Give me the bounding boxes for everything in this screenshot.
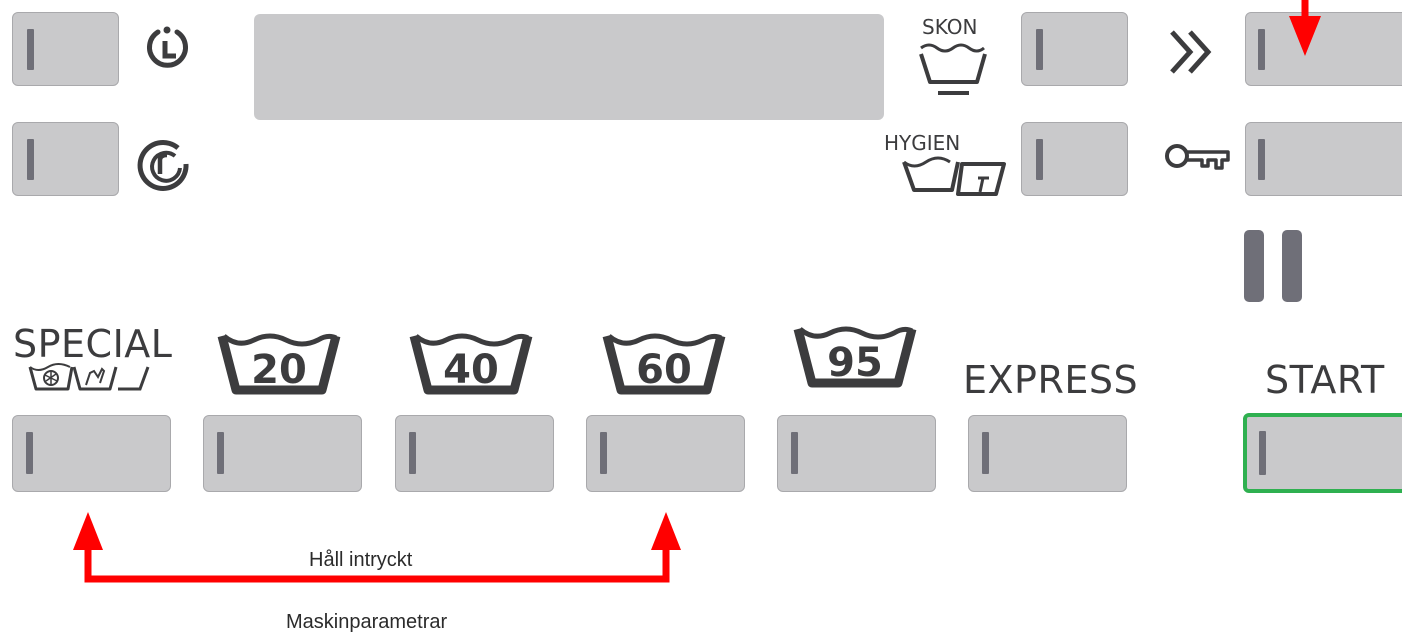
program-60-button-led <box>600 432 607 474</box>
hygiene-wash-icon <box>902 156 1006 196</box>
program-20-button-led <box>217 432 224 474</box>
wool-hand-wash-icon <box>28 363 150 391</box>
special-label: SPECIAL <box>13 322 173 366</box>
hold-bracket-arrows <box>73 512 681 583</box>
timer-button-led <box>27 29 34 70</box>
program-40-button-led <box>409 432 416 474</box>
timer-icon <box>147 26 188 68</box>
program-95-button[interactable] <box>777 415 936 492</box>
temp-40-text: 40 <box>443 347 499 393</box>
rinse-button[interactable] <box>12 122 119 196</box>
program-20-button[interactable] <box>203 415 362 492</box>
tub-95-icon: 95 <box>793 326 917 388</box>
fast-forward-button-led <box>1258 29 1265 70</box>
display-screen <box>254 14 884 120</box>
fast-forward-icon <box>1170 30 1212 74</box>
program-40-button[interactable] <box>395 415 554 492</box>
special-button[interactable] <box>12 415 171 492</box>
tub-40-icon: 40 <box>409 333 533 395</box>
hold-pressed-note: Håll intryckt <box>309 549 413 571</box>
fast-forward-button[interactable] <box>1245 12 1402 86</box>
machine-parameters-note: Maskinparametrar <box>286 611 448 633</box>
rinse-button-led <box>27 139 34 180</box>
program-95-button-led <box>791 432 798 474</box>
key-lock-icon <box>1165 144 1230 170</box>
hygien-button[interactable] <box>1021 122 1128 196</box>
skon-label: SKON <box>922 15 978 39</box>
timer-button[interactable] <box>12 12 119 86</box>
temp-20-text: 20 <box>251 347 307 393</box>
start-button-led <box>1259 431 1266 475</box>
hygien-label: HYGIEN <box>884 131 961 155</box>
temp-95-text: 95 <box>827 340 883 386</box>
temp-60-text: 60 <box>636 347 692 393</box>
pause-icon <box>1244 230 1302 302</box>
key-lock-button-led <box>1258 139 1265 180</box>
rinse-icon <box>137 139 189 191</box>
key-lock-button[interactable] <box>1245 122 1402 196</box>
skon-button-led <box>1036 29 1043 70</box>
express-button[interactable] <box>968 415 1127 492</box>
press-arrow-down <box>1289 0 1321 56</box>
tub-60-icon: 60 <box>602 333 726 395</box>
express-label: EXPRESS <box>963 358 1139 402</box>
shoe-wash-icon <box>919 43 987 95</box>
special-button-led <box>26 432 33 474</box>
express-button-led <box>982 432 989 474</box>
hygien-button-led <box>1036 139 1043 180</box>
tub-20-icon: 20 <box>217 333 341 395</box>
skon-button[interactable] <box>1021 12 1128 86</box>
program-60-button[interactable] <box>586 415 745 492</box>
start-label: START <box>1265 358 1385 402</box>
start-button[interactable] <box>1243 413 1402 493</box>
